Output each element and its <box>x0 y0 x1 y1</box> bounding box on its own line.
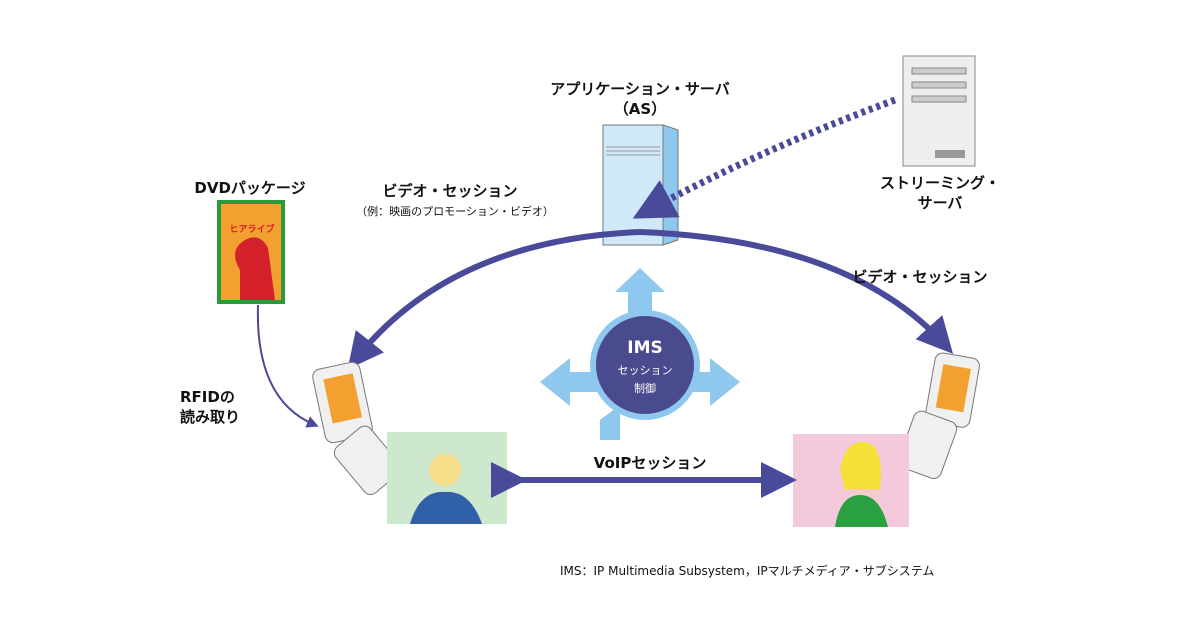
caller-left-illustration <box>387 432 507 524</box>
ims-control-label: 制御 <box>634 382 656 395</box>
app-server-abbr: （AS） <box>613 100 667 118</box>
application-server-icon <box>602 124 679 246</box>
ims-circle <box>590 310 700 420</box>
voip-session-label: VoIPセッション <box>593 454 707 472</box>
footnote: IMS：IP Multimedia Subsystem，IPマルチメディア・サブ… <box>560 564 935 578</box>
dvd-package-label: DVDパッケージ <box>194 179 306 197</box>
ims-label: IMS <box>627 338 663 358</box>
streaming-server-label-1: ストリーミング・ <box>879 174 1000 192</box>
video-session-arc-right <box>639 229 954 354</box>
dvd-cover-title: ヒアライブ <box>229 225 275 235</box>
video-session-arc-left <box>347 229 641 370</box>
rfid-label-1: RFIDの <box>180 388 235 406</box>
caller-right-illustration <box>793 434 909 527</box>
mobile-phone-left-icon <box>312 361 402 495</box>
rfid-line <box>256 304 319 428</box>
streaming-server-label-2: サーバ <box>917 194 963 212</box>
mobile-phone-right-icon <box>897 352 980 479</box>
streaming-server-icon <box>902 55 976 167</box>
video-session-right-label: ビデオ・セッション <box>852 268 988 286</box>
app-server-label: アプリケーション・サーバ <box>550 80 730 98</box>
streaming-dotted-arrow <box>632 96 897 219</box>
dvd-package-icon <box>217 200 285 304</box>
ims-session-label: セッション <box>617 364 673 377</box>
rfid-label-2: 読み取り <box>180 408 241 426</box>
video-session-example: （例：映画のプロモーション・ビデオ） <box>356 205 554 218</box>
video-session-left-label: ビデオ・セッション <box>382 182 518 200</box>
